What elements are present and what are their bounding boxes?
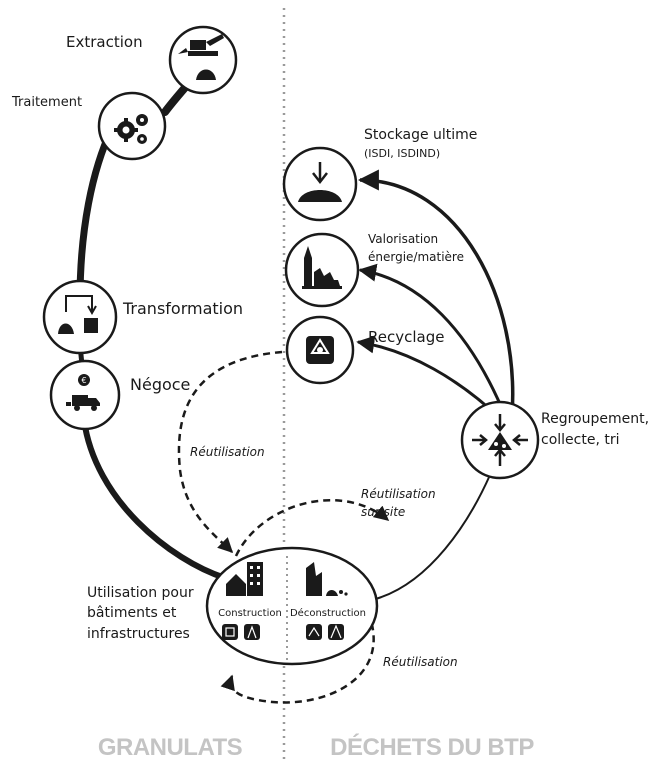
node-construction-deconstruction: Construction Déconstruction bbox=[205, 546, 379, 666]
valorisation-label: Valorisation énergie/matière bbox=[368, 232, 464, 264]
node-valorisation bbox=[284, 232, 360, 308]
node-extraction bbox=[168, 25, 238, 95]
reuse-flows bbox=[177, 350, 390, 704]
demolished-infrastructure-icon bbox=[306, 624, 344, 640]
construction-label: Construction bbox=[218, 608, 282, 619]
node-stockage bbox=[282, 146, 358, 222]
reutilisation-site-label: Réutilisation sur site bbox=[361, 487, 439, 519]
stockage-label: Stockage ultime (ISDI, ISDIND) bbox=[364, 124, 483, 160]
buildings-icon bbox=[226, 562, 263, 596]
excavator-icon bbox=[178, 34, 224, 80]
utilisation-label: Utilisation pour bâtiments et infrastruc… bbox=[87, 585, 198, 642]
extraction-label: Extraction bbox=[66, 33, 143, 51]
dechets-footer: DÉCHETS DU BTP bbox=[330, 733, 534, 761]
svg-text:€: € bbox=[81, 376, 86, 385]
recyclage-label: Recyclage bbox=[368, 328, 444, 346]
gears-icon bbox=[114, 114, 148, 144]
transformation-icon bbox=[58, 295, 98, 334]
node-transformation bbox=[42, 279, 118, 355]
sorting-icon bbox=[472, 414, 528, 466]
waste-flow bbox=[356, 169, 515, 601]
demolition-icon bbox=[306, 562, 348, 596]
reutilisation-bottom-label: Réutilisation bbox=[383, 655, 458, 669]
negoce-label: Négoce bbox=[130, 375, 190, 394]
landfill-icon bbox=[298, 162, 342, 202]
node-regroupement bbox=[460, 400, 540, 480]
traitement-label: Traitement bbox=[11, 95, 82, 110]
reutilisation-left-label: Réutilisation bbox=[190, 445, 265, 459]
node-traitement bbox=[97, 91, 167, 161]
granulats-footer: GRANULATS bbox=[98, 734, 243, 761]
trade-truck-icon: € bbox=[66, 374, 100, 411]
node-negoce: € bbox=[49, 359, 121, 431]
node-recyclage bbox=[285, 315, 355, 385]
deconstruction-label: Déconstruction bbox=[290, 607, 366, 619]
regroupement-label: Regroupement, collecte, tri bbox=[541, 411, 654, 448]
energy-recovery-icon bbox=[302, 246, 342, 289]
recycling-icon bbox=[306, 336, 334, 364]
transformation-label: Transformation bbox=[122, 299, 243, 318]
infrastructure-icon bbox=[222, 624, 260, 640]
